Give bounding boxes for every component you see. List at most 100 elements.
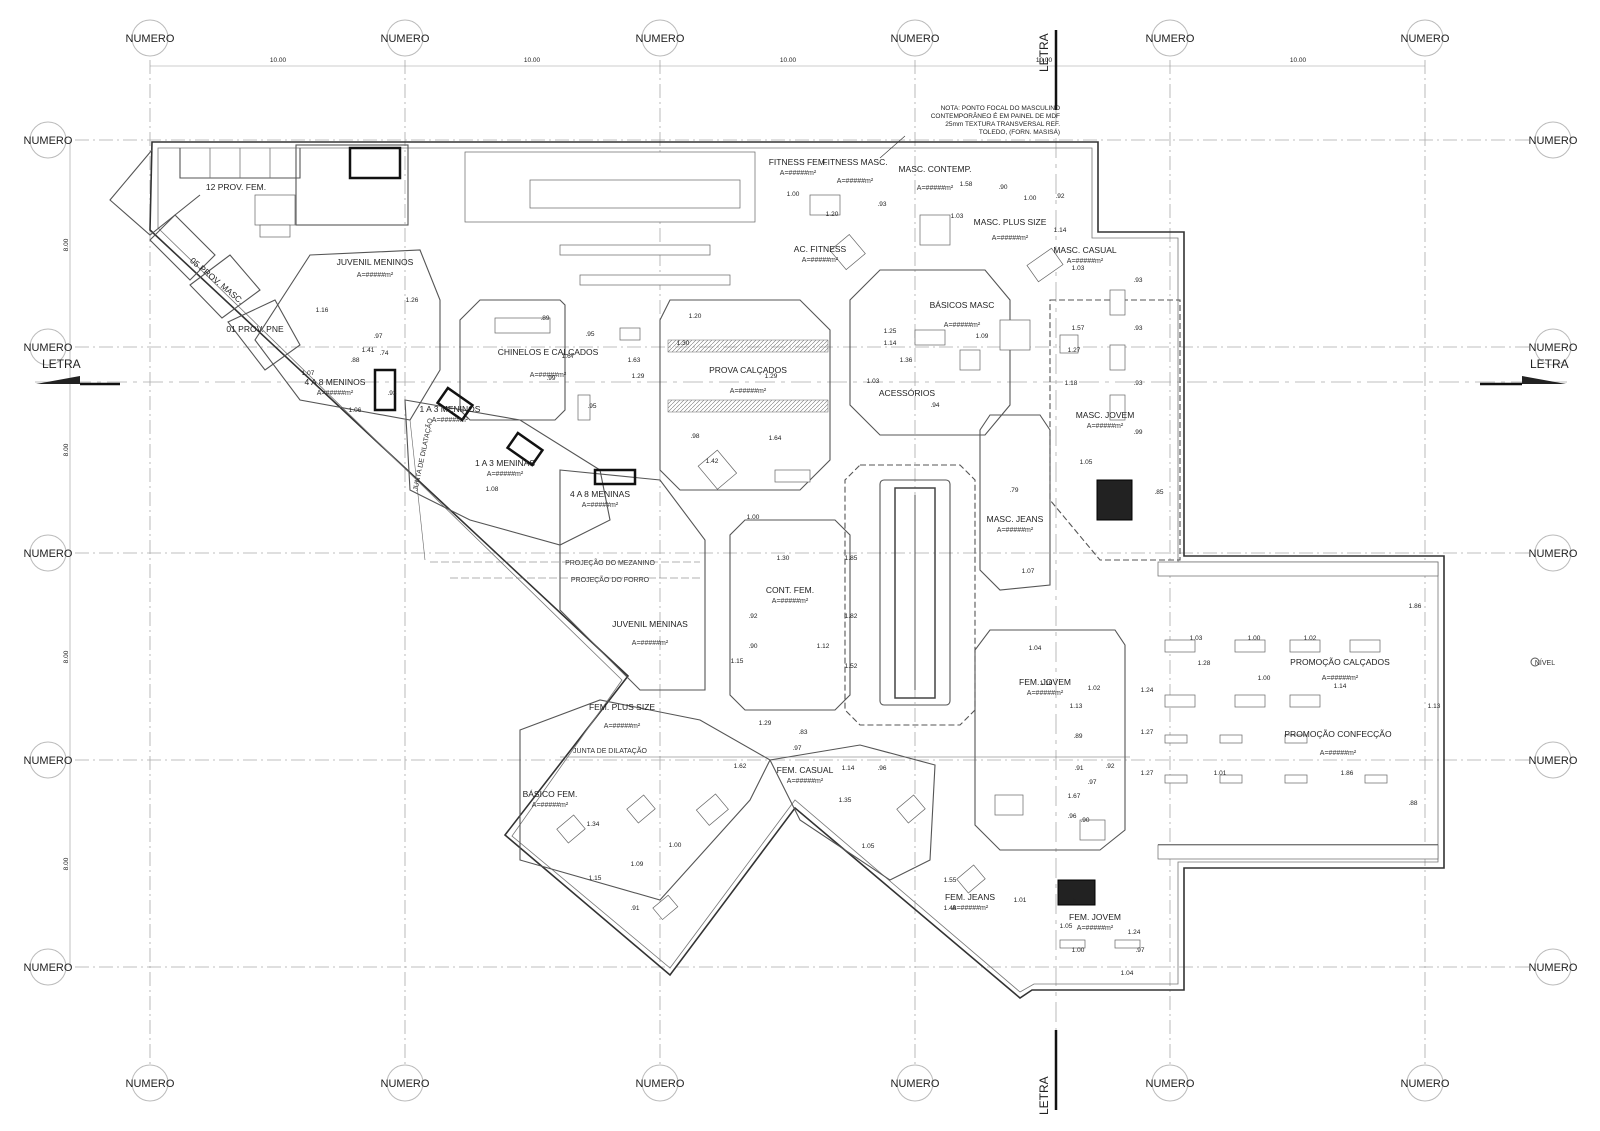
dimension-label: 1.52 [845, 663, 858, 670]
letra-label-top: LETRA [1037, 33, 1051, 72]
grid-bubble: NUMERO [1529, 948, 1578, 986]
zone-area: A=#####m² [992, 235, 1029, 242]
letra-label-bottom: LETRA [1037, 1076, 1051, 1115]
dimension-label: .93 [1133, 277, 1142, 284]
dimension-label: .94 [930, 402, 939, 409]
dimension-label: 1.14 [1334, 683, 1347, 690]
grid-bubble: NUMERO [1146, 1064, 1195, 1102]
svg-text:NUMERO: NUMERO [1529, 135, 1578, 147]
zone-area: A=#####m² [1087, 423, 1124, 430]
dimension-label: 1.82 [845, 613, 858, 620]
grid-bubble: NUMERO [381, 19, 430, 57]
dimension-label: 1.14 [884, 340, 897, 347]
grid-bubble: NUMERO [636, 1064, 685, 1102]
dimension-label: 1.30 [677, 340, 690, 347]
dimension-label: 1.63 [628, 357, 641, 364]
zone-area: A=#####m² [772, 598, 809, 605]
dimension-label: 1.00 [1258, 675, 1271, 682]
dimension-label: 1.55 [944, 877, 957, 884]
dimension-label: 1.67 [1068, 793, 1081, 800]
zone-label: JUVENIL MENINAS [612, 619, 688, 629]
dimension-label: 1.27 [1141, 729, 1154, 736]
dimension-label: 1.00 [669, 842, 682, 849]
dimension-label: 1.62 [734, 763, 747, 770]
dimension-label: 1.13 [1428, 703, 1441, 710]
svg-text:NUMERO: NUMERO [1401, 1078, 1450, 1090]
grid-bubble: NUMERO [381, 1064, 430, 1102]
zone-area: A=#####m² [917, 185, 954, 192]
svg-text:NUMERO: NUMERO [1146, 33, 1195, 45]
dimension-label: 1.16 [316, 307, 329, 314]
zone-area: A=#####m² [632, 640, 669, 647]
zone-label: PROVA CALÇADOS [709, 365, 787, 375]
row-dim-1: 8.00 [63, 238, 70, 251]
dimension-label: 1.06 [349, 407, 362, 414]
dimension-label: .88 [1408, 800, 1417, 807]
dimension-label: .89 [1073, 733, 1082, 740]
dimension-label: 1.64 [769, 435, 782, 442]
zone-label: 1 A 3 MENINAS [475, 458, 535, 468]
svg-text:NUMERO: NUMERO [1401, 33, 1450, 45]
dimension-label: 1.04 [1121, 970, 1134, 977]
dimension-label: 1.24 [1141, 687, 1154, 694]
dimension-label: .83 [798, 729, 807, 736]
dimension-label: .88 [350, 357, 359, 364]
col-dim-4: 10.00 [1036, 57, 1053, 64]
fitting-rooms [109, 144, 409, 371]
dimension-label: 1.00 [747, 514, 760, 521]
mezzanine-projection-label: PROJEÇÃO DO MEZANINO [565, 558, 655, 567]
dimension-labels: 1.161.26.88.97.93.741.071.411.061.08.95.… [302, 181, 1441, 977]
zone-area: A=#####m² [1067, 258, 1104, 265]
zone-area: A=#####m² [730, 388, 767, 395]
dimension-label: .90 [1080, 817, 1089, 824]
grid-bubbles-bottom: NUMERO NUMERO NUMERO NUMERO NUMERO NUMER… [126, 1064, 1450, 1102]
dimension-label: 1.24 [1128, 929, 1141, 936]
dimension-label: .99 [546, 375, 555, 382]
grid-bubble: NUMERO [1529, 328, 1578, 366]
dimension-label: .93 [877, 201, 886, 208]
zone-area: A=#####m² [952, 905, 989, 912]
zone-area: A=#####m² [780, 170, 817, 177]
svg-text:NUMERO: NUMERO [381, 1078, 430, 1090]
dimension-label: .90 [998, 184, 1007, 191]
zone-area: A=#####m² [530, 372, 567, 379]
zone-area: A=#####m² [532, 802, 569, 809]
zone-area: A=#####m² [582, 502, 619, 509]
dimension-label: .79 [1009, 487, 1018, 494]
row-dimensions: 8.00 8.00 8.00 8.00 [63, 238, 70, 870]
zone-area: A=#####m² [317, 390, 354, 397]
svg-text:NUMERO: NUMERO [636, 1078, 685, 1090]
zone-label: BÁSICOS MASC [930, 300, 995, 310]
dimension-label: 1.26 [406, 297, 419, 304]
dimension-label: 1.08 [486, 486, 499, 493]
grid-bubble: NUMERO [1401, 1064, 1450, 1102]
grid-bubble: NUMERO [1146, 19, 1195, 57]
dimension-label: 1.13 [1070, 703, 1083, 710]
svg-text:NUMERO: NUMERO [891, 33, 940, 45]
svg-text:NUMERO: NUMERO [126, 33, 175, 45]
dimension-label: 1.30 [777, 555, 790, 562]
dimension-label: 1.18 [1040, 680, 1053, 687]
dimension-label: 1.48 [944, 905, 957, 912]
grid-bubble: NUMERO [891, 1064, 940, 1102]
zone-area: A=#####m² [1077, 925, 1114, 932]
grid-bubble: NUMERO [891, 19, 940, 57]
ceiling-projection-label: PROJEÇÃO DO FORRO [571, 575, 650, 584]
zone-area: A=#####m² [357, 272, 394, 279]
dimension-label: 1.14 [1054, 227, 1067, 234]
dimension-label: 1.41 [362, 347, 375, 354]
dimension-label: 1.05 [1080, 459, 1093, 466]
dimension-label: 1.03 [867, 378, 880, 385]
grid-bubble: NUMERO [24, 741, 73, 779]
dimension-label: 1.28 [1198, 660, 1211, 667]
dimension-label: .96 [1067, 813, 1076, 820]
dimension-label: 1.02 [1088, 685, 1101, 692]
zone-area: A=#####m² [802, 257, 839, 264]
dimension-label: 1.07 [302, 370, 315, 377]
row-dim-2: 8.00 [63, 443, 70, 456]
grid-bubble: NUMERO [24, 328, 73, 366]
dimension-label: 1.01 [1014, 897, 1027, 904]
zone-label: 4 A 8 MENINOS [305, 377, 366, 387]
dimension-label: .91 [630, 905, 639, 912]
